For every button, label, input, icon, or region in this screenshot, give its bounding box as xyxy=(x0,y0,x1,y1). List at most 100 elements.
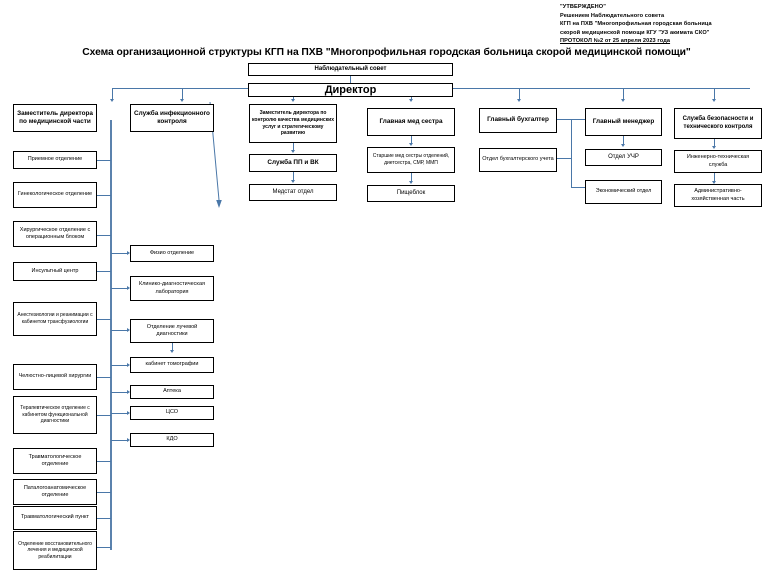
node-col4-child-1[interactable]: Пищеблок xyxy=(367,185,455,202)
connector-trunk-to-tomograf xyxy=(111,365,127,366)
approval-block: "УТВЕРЖДЕНО" Решением Наблюдательного со… xyxy=(560,3,772,46)
approval-line-3: КГП на ПХВ "Многопрофильная городская бо… xyxy=(560,21,712,28)
node-col2-child-5[interactable]: ЦСО xyxy=(130,406,214,420)
node-col1-child-4[interactable]: Анестезиологии и реанимации с кабинетом … xyxy=(13,302,97,336)
arrow-col3-2 xyxy=(290,180,295,183)
arrow-drop-col5 xyxy=(516,99,521,102)
page-title: Схема организационной структуры КГП на П… xyxy=(82,47,691,58)
connector-trunk-to-insult xyxy=(97,271,111,272)
connector-col3-1 xyxy=(293,143,294,151)
connector-trunk-right xyxy=(571,119,572,187)
connector-trunk-to-luchevoy xyxy=(111,330,127,331)
connector-trunk-to-buhuchet xyxy=(557,158,572,159)
arrow-col3-1 xyxy=(290,150,295,153)
connector-drop-col6 xyxy=(623,88,624,100)
arrow-apteka xyxy=(127,389,130,394)
connector-trunk-to-gineko xyxy=(97,195,111,196)
connector-drop-col7 xyxy=(714,88,715,100)
connector-trunk-to-kdo xyxy=(111,440,127,441)
connector-trunk-to-priemnoe xyxy=(97,160,111,161)
connector-drop-col1 xyxy=(112,88,113,100)
node-col5-head[interactable]: Главный бухгалтер xyxy=(479,108,557,133)
node-col1-child-10[interactable]: Отделение восстановительного лечения и м… xyxy=(13,531,97,570)
arrow-col7-2 xyxy=(711,181,716,184)
node-col1-child-8[interactable]: Паталогоанатомическое отделение xyxy=(13,479,97,505)
node-col4-child-0[interactable]: Старшие мед сестры отделений, диетсестра… xyxy=(367,147,455,173)
arrow-drop-col7 xyxy=(711,99,716,102)
node-col1-child-1[interactable]: Гинекологическое отделение xyxy=(13,182,97,208)
connector-col7-1 xyxy=(714,139,715,147)
node-col2-child-0[interactable]: Физио отделение xyxy=(130,245,214,262)
arrow-tomograf xyxy=(127,362,130,367)
connector-drop-col5 xyxy=(519,88,520,100)
connector-trunk-to-apteka xyxy=(111,392,127,393)
node-col3-child-1[interactable]: Медстат отдел xyxy=(249,184,337,201)
approval-line-4: скорой медицинской помощи КГУ "УЗ акимат… xyxy=(560,29,710,36)
node-col1-child-0[interactable]: Приемное отделение xyxy=(13,151,97,169)
node-col2-child-6[interactable]: КДО xyxy=(130,433,214,447)
arrow-drop-col3 xyxy=(290,99,295,102)
node-col7-child-0[interactable]: Инженерно-техническая служба xyxy=(674,150,762,173)
arrow-col7-1 xyxy=(711,146,716,149)
connector-trunk-to-glavmenedzher xyxy=(571,119,585,120)
node-col1-child-2[interactable]: Хирургическое отделение с операционным б… xyxy=(13,221,97,247)
node-col4-head[interactable]: Главная мед сестра xyxy=(367,108,455,136)
node-col1-child-7[interactable]: Травматологическое отделение xyxy=(13,448,97,474)
node-col7-head[interactable]: Служба безопасности и технического контр… xyxy=(674,108,762,139)
connector-col6-1 xyxy=(623,136,624,145)
node-supervisory-board[interactable]: Наблюдательный совет xyxy=(248,63,453,76)
connector-trunk-to-terap xyxy=(97,415,111,416)
node-col6-child-1[interactable]: Экономический отдел xyxy=(585,180,662,204)
connector-trunk-to-fizio xyxy=(111,253,127,254)
arrow-cso xyxy=(127,410,130,415)
arrow-fizio xyxy=(127,250,130,255)
arrow-drop-col6 xyxy=(620,99,625,102)
node-col1-child-3[interactable]: Инсультный центр xyxy=(13,262,97,281)
arrow-drop-col2 xyxy=(179,99,184,102)
node-col2-child-2[interactable]: Отделение лучевой диагностики xyxy=(130,319,214,343)
node-col1-head[interactable]: Заместитель директора по медицинской час… xyxy=(13,104,97,132)
connector-trunk-to-travm-otd xyxy=(97,461,111,462)
connector-trunk-to-glavbuh xyxy=(557,119,572,120)
connector-trunk-to-patanat xyxy=(97,492,111,493)
node-col6-head[interactable]: Главный менеджер xyxy=(585,108,662,136)
node-col1-child-6[interactable]: Терапевтическое отделение с кабинетом фу… xyxy=(13,396,97,434)
node-col2-head[interactable]: Служба инфекционного контроля xyxy=(130,104,214,132)
connector-trunk-to-cso xyxy=(111,413,127,414)
node-col1-child-5[interactable]: Челюстно-лицевой хирургии xyxy=(13,364,97,390)
connector-col4-1 xyxy=(411,136,412,144)
connector-drop-col2 xyxy=(182,88,183,100)
node-col3-head[interactable]: Заместитель директора по контролю качест… xyxy=(249,104,337,143)
arrow-kdl xyxy=(127,285,130,290)
connector-col2-luch-tomo xyxy=(172,343,173,351)
connector-col7-2 xyxy=(714,173,715,182)
node-col2-child-4[interactable]: Аптека xyxy=(130,385,214,399)
node-col5-child-0[interactable]: Отдел бухгалтерского учета xyxy=(479,148,557,172)
connector-trunk-to-chelust xyxy=(97,377,111,378)
connector-board-director xyxy=(350,76,351,84)
arrow-col4-2 xyxy=(408,181,413,184)
connector-trunk-to-travm-punkt xyxy=(97,518,111,519)
arrow-col2-luch-tomo xyxy=(169,350,174,353)
node-col6-child-0[interactable]: Отдел УЧР xyxy=(585,149,662,166)
approval-line-1: "УТВЕРЖДЕНО" xyxy=(560,4,606,10)
connector-trunk-to-anest xyxy=(97,319,111,320)
connector-col3-2 xyxy=(293,172,294,181)
arrow-col4-1 xyxy=(408,143,413,146)
node-col3-child-0[interactable]: Служба ПП и ВК xyxy=(249,154,337,172)
node-col1-child-9[interactable]: Травматологический пункт xyxy=(13,506,97,530)
node-col2-child-3[interactable]: кабинет томографии xyxy=(130,357,214,373)
arrow-drop-col4 xyxy=(408,99,413,102)
arrow-drop-col1 xyxy=(109,99,114,102)
connector-col4-2 xyxy=(411,173,412,182)
arrow-col6-1 xyxy=(620,144,625,147)
approval-line-2: Решением Наблюдательного совета xyxy=(560,12,665,19)
connector-trunk-to-vosst xyxy=(97,547,111,548)
arrow-luchevoy xyxy=(127,327,130,332)
connector-trunk-to-econom xyxy=(571,187,585,188)
approval-protocol-line: ПРОТОКОЛ №2 от 25 апреля 2023 года xyxy=(560,38,671,45)
node-director[interactable]: Директор xyxy=(248,83,453,97)
node-col7-child-1[interactable]: Административно-хозяйственная часть xyxy=(674,184,762,207)
node-col2-child-1[interactable]: Клинико-диагностическая лаборатория xyxy=(130,276,214,301)
